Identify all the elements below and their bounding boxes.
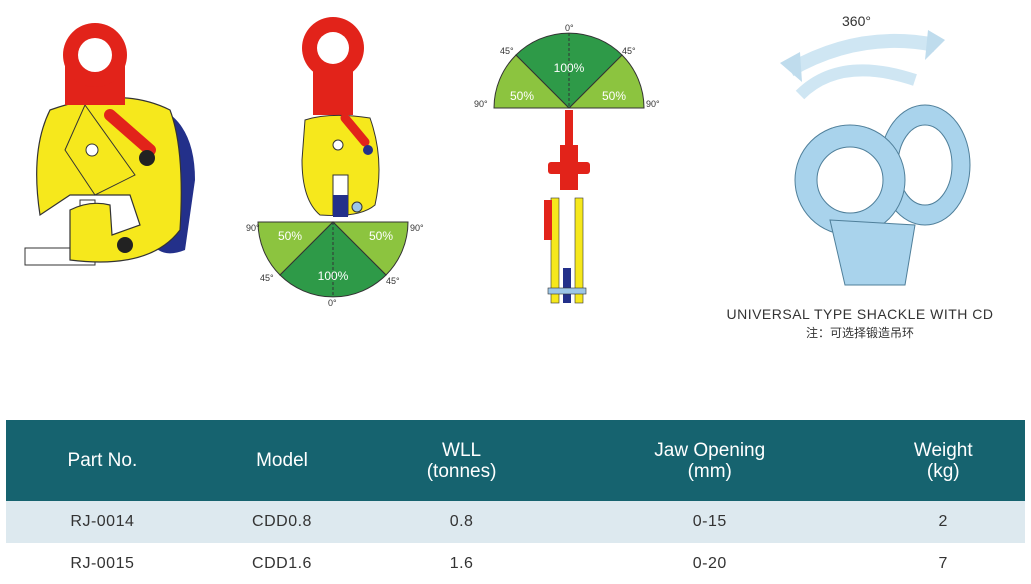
pct-label: 50% — [278, 229, 302, 243]
universal-shackle-illustration: 360° — [780, 13, 971, 286]
spec-table: Part No. Model WLL(tonnes) Jaw Opening(m… — [6, 420, 1025, 584]
header-weight: Weight(kg) — [861, 420, 1025, 501]
illustrations: 50% 50% 100% 90° 45° 90° 45° 0° 50% 50% … — [24, 13, 971, 308]
angle-label: 45° — [500, 46, 514, 56]
plate-clamp-front-illustration — [301, 17, 380, 217]
header-part-no: Part No. — [6, 420, 199, 501]
angle-label: 90° — [410, 223, 424, 233]
tilt-load-diagram-top: 50% 50% 100% 90° 45° 90° 45° 0° — [474, 23, 660, 109]
header-wll: WLL(tonnes) — [365, 420, 558, 501]
cell-jaw-opening: 0-15 — [557, 501, 862, 543]
angle-label: 90° — [246, 223, 260, 233]
cell-weight: 2 — [861, 501, 1025, 543]
angle-label: 45° — [260, 273, 274, 283]
angle-label: 0° — [328, 298, 337, 308]
header-model: Model — [198, 420, 366, 501]
pct-label: 50% — [602, 89, 626, 103]
cell-wll: 0.8 — [365, 501, 558, 543]
pct-label: 100% — [554, 61, 585, 75]
plate-clamp-side-illustration — [24, 23, 195, 266]
cell-part-no: RJ-0015 — [70, 555, 135, 572]
shackle-caption: UNIVERSAL TYPE SHACKLE WITH CD 注：可选择锻造吊环 — [700, 306, 1020, 341]
pct-label: 50% — [369, 229, 393, 243]
rotation-label: 360° — [842, 13, 871, 29]
angle-label: 0° — [565, 23, 574, 33]
cell-jaw-opening: 0-20 — [692, 555, 727, 572]
cell-model: CDD1.6 — [252, 555, 312, 572]
table-row: RJ-0015 CDD1.6 1.6 0-20 7 — [6, 543, 1025, 584]
angle-label: 90° — [474, 99, 488, 109]
cell-model: CDD0.8 — [198, 501, 366, 543]
table-row: RJ-0014 CDD0.8 0.8 0-15 2 — [6, 501, 1025, 543]
angle-label: 45° — [386, 276, 400, 286]
tilt-load-diagram-bottom: 50% 50% 100% 90° 45° 90° 45° 0° — [246, 221, 424, 308]
table-header-row: Part No. Model WLL(tonnes) Jaw Opening(m… — [6, 420, 1025, 501]
cell-weight: 7 — [938, 555, 948, 572]
cell-part-no: RJ-0014 — [6, 501, 199, 543]
cell-wll: 1.6 — [449, 555, 474, 572]
pct-label: 100% — [318, 269, 349, 283]
angle-label: 90° — [646, 99, 660, 109]
plate-clamp-edge-illustration — [544, 110, 590, 304]
angle-label: 45° — [622, 46, 636, 56]
pct-label: 50% — [510, 89, 534, 103]
header-jaw-opening: Jaw Opening(mm) — [557, 420, 862, 501]
caption-chinese: 注：可选择锻造吊环 — [805, 326, 914, 340]
caption-english: UNIVERSAL TYPE SHACKLE WITH CD — [726, 306, 994, 322]
